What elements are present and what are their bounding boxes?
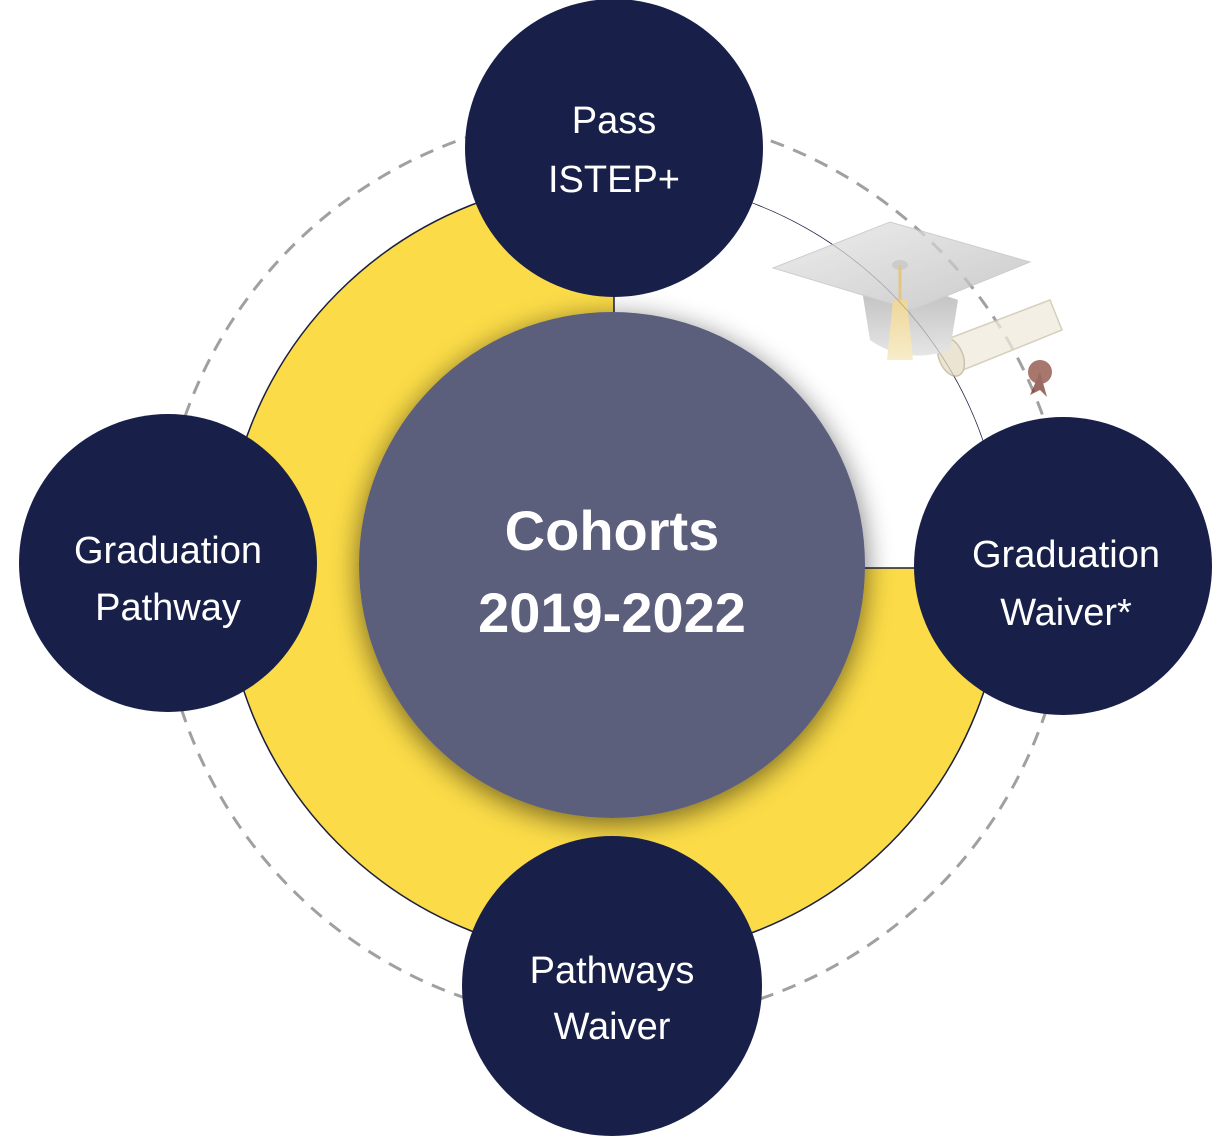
node-top-line2: ISTEP+: [548, 159, 680, 201]
node-pass-istep: Pass ISTEP+: [465, 0, 763, 297]
node-left-line1: Graduation: [74, 530, 262, 572]
node-pathways-waiver: Pathways Waiver: [462, 836, 762, 1136]
graduation-cap-icon: [771, 221, 1063, 397]
center-title-line2: 2019-2022: [478, 581, 746, 644]
node-top-line1: Pass: [572, 100, 656, 142]
node-bottom-line2: Waiver: [554, 1006, 671, 1048]
node-bottom-line1: Pathways: [530, 950, 695, 992]
center-circle: Cohorts 2019-2022: [359, 312, 865, 818]
node-graduation-pathway: Graduation Pathway: [19, 414, 317, 712]
node-right-line2: Waiver*: [1000, 592, 1132, 634]
node-left-line2: Pathway: [95, 587, 241, 629]
center-title-line1: Cohorts: [505, 499, 720, 562]
node-graduation-waiver: Graduation Waiver*: [914, 417, 1212, 715]
node-right-line1: Graduation: [972, 534, 1160, 576]
